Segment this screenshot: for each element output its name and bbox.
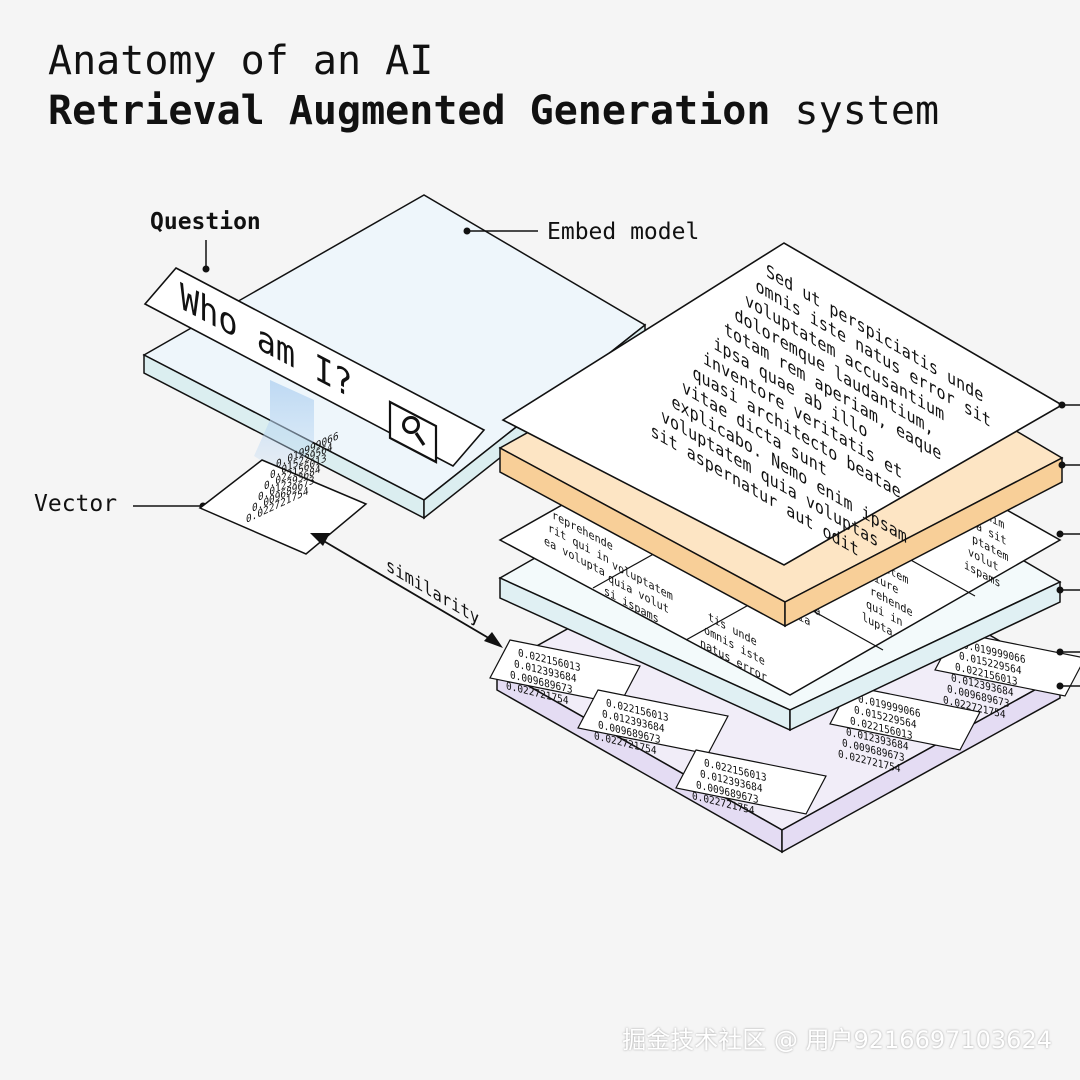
vector-text: Vector xyxy=(34,491,117,517)
right-leaders xyxy=(1056,401,1080,690)
similarity-arrow: similarity xyxy=(310,533,503,648)
title-line-2: Retrieval Augmented Generation system xyxy=(48,88,939,134)
vector-label: Vector xyxy=(34,491,207,517)
title-bold: Retrieval Augmented Generation xyxy=(48,88,771,134)
query-vector-card: 0.0199990660.0152295640.0221560130.01239… xyxy=(198,430,368,555)
watermark: 掘金技术社区 @ 用户9216697103624 xyxy=(622,1026,1052,1054)
embedding-beam xyxy=(254,380,314,480)
title-rest: system xyxy=(770,88,940,134)
question-label: Question xyxy=(150,209,261,273)
vector-db-card xyxy=(675,749,827,815)
embed-model-text: Embed model xyxy=(547,219,699,245)
title-line-1: Anatomy of an AI xyxy=(48,38,434,84)
embed-model-label: Embed model xyxy=(463,219,699,245)
magnifier-icon[interactable] xyxy=(388,400,438,464)
vector-db-card xyxy=(829,685,981,751)
question-text: Question xyxy=(150,209,261,235)
similarity-text: similarity xyxy=(386,554,479,630)
